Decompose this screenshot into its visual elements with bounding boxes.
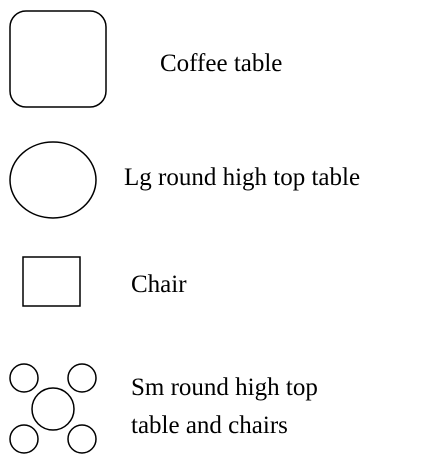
- chair-circle-bottom-right: [67, 424, 97, 454]
- sm-round-table-label-line1: Sm round high top: [131, 374, 318, 401]
- chair-label: Chair: [131, 271, 187, 298]
- small-square-icon: [22, 256, 82, 308]
- lg-round-table-outline: [9, 141, 97, 219]
- legend-item-sm-round-table-chairs: Sm round high top table and chairs: [0, 360, 441, 465]
- chair-circle-top-left: [9, 363, 39, 393]
- lg-round-table-label: Lg round high top table: [124, 164, 361, 191]
- coffee-table-shape: [9, 10, 107, 108]
- sm-table-circle: [31, 387, 75, 431]
- sm-round-table-label-line2: table and chairs: [131, 412, 288, 439]
- lg-round-table-shape: [9, 141, 97, 219]
- circle-cluster-icon: [8, 362, 100, 456]
- coffee-table-label: Coffee table: [160, 50, 283, 77]
- large-circle-icon: [9, 140, 99, 220]
- rounded-square-icon: [9, 10, 107, 108]
- sm-round-table-chairs-shape: [9, 363, 97, 454]
- legend-item-chair: Chair: [0, 250, 441, 310]
- coffee-table-outline: [9, 10, 107, 108]
- chair-shape: [22, 256, 81, 307]
- chair-outline: [22, 256, 81, 307]
- chair-circle-bottom-left: [9, 424, 39, 454]
- legend-item-lg-round-table: Lg round high top table: [0, 140, 441, 220]
- legend-item-coffee-table: Coffee table: [0, 8, 441, 108]
- chair-circle-top-right: [67, 363, 97, 393]
